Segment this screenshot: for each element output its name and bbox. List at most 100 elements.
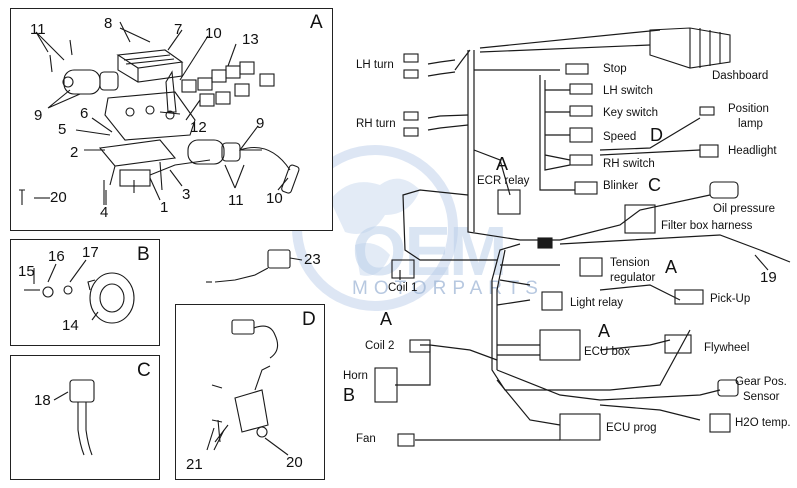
ecu-box-connector [539,329,581,361]
spark-cap-10-drawing [281,164,300,194]
label-horn: Horn [343,370,368,382]
label-rh-switch: RH switch [603,158,655,170]
panel-d [175,304,325,480]
label-dashboard: Dashboard [712,70,769,82]
label-gear-pos-2: Sensor [743,391,780,403]
label-flywheel: Flywheel [704,342,750,354]
wiring-harness [395,29,791,441]
label-blinker: Blinker [603,180,639,192]
part-number-10-top: 10 [205,25,222,42]
label-position-lamp-2: lamp [738,118,763,130]
callout-tension-a: A [665,257,678,277]
part-number-7: 7 [174,21,183,38]
tension-regulator-connector [579,257,603,277]
panel-d-label: D [302,309,316,330]
label-filter-box-harness: Filter box harness [661,220,753,232]
lh-switch-connector [569,83,593,95]
dashboard-connector-drawing [649,27,731,69]
bracket-plate-drawing [104,91,196,141]
label-stop: Stop [603,63,627,75]
part-number-22: 20 [50,189,67,206]
pickup-connector [674,289,704,305]
part-number-15: 15 [18,263,35,280]
label-h2o-temp: H2O temp. [735,417,791,429]
label-fan: Fan [356,433,376,445]
part-number-12: 12 [190,119,207,136]
label-tension-2: regulator [610,272,656,284]
rh-turn-connector-2 [403,127,419,137]
part-number-10-bottom: 10 [266,190,283,207]
ignition-coil-right-drawing [187,139,291,171]
part-number-19: 19 [760,269,777,286]
label-ecu-prog: ECU prog [606,422,657,434]
speed-connector [569,127,593,143]
ecr-relay-drawing [497,189,521,215]
h2o-temp-sensor-drawing [709,413,731,433]
lh-turn-connector-1 [403,53,419,63]
panel-c [10,355,160,480]
screw-22-drawing [19,189,25,205]
coil1-connector [391,259,415,279]
part-number-17: 17 [82,244,99,261]
label-rh-turn: RH turn [356,118,396,130]
label-headlight: Headlight [728,145,777,157]
callout-blinker-c: C [648,175,661,195]
oil-pressure-sensor-drawing [709,181,739,199]
panel-c-label: C [137,360,151,381]
rh-switch-connector [569,154,593,166]
flywheel-connector [664,334,692,354]
part-number-11-top: 11 [30,21,46,38]
label-gear-pos-1: Gear Pos. [735,376,787,388]
harness-junction [537,237,553,249]
rh-turn-connector-1 [403,111,419,121]
part-number-11-bottom: 11 [228,192,244,209]
panel-b-label: B [137,244,150,265]
label-lh-turn: LH turn [356,59,394,71]
part-number-1: 1 [160,199,169,216]
relay-18-drawing [69,379,95,456]
callout-coil2-a: A [380,309,393,329]
part-number-20: 20 [286,454,303,471]
light-relay-drawing [541,291,563,311]
part-number-9-left: 9 [34,107,43,124]
lower-plate-drawing [98,139,177,191]
part-number-3: 3 [182,186,191,203]
module-20-drawing [234,365,271,438]
label-speed: Speed [603,131,637,143]
part-number-13: 13 [242,31,259,48]
label-tension-1: Tension [610,257,650,269]
callout-ecr-a: A [496,154,509,174]
stop-connector [565,63,589,75]
horn-14-drawing [87,272,135,324]
part-number-21: 21 [186,456,203,473]
label-light-relay: Light relay [570,297,624,309]
screws-11-drawing [49,39,73,73]
cable-10-drawing [165,70,177,113]
label-ecu-box: ECU box [584,346,631,358]
panel-b [10,239,160,346]
lh-turn-connector-2 [403,69,419,79]
label-coil-1: Coil 1 [388,282,418,294]
filter-box-connector [624,204,656,234]
label-lh-switch: LH switch [603,85,653,97]
part-number-23: 23 [304,251,321,268]
connector-d-drawing [231,319,279,359]
part-number-6: 6 [80,105,89,122]
part-number-8: 8 [104,15,113,32]
ignition-coil-left-drawing [62,69,119,95]
part-number-9-right: 9 [256,115,265,132]
label-position-lamp-1: Position [728,103,769,115]
label-oil-pressure: Oil pressure [713,203,775,215]
coil2-connector [409,339,431,353]
gear-pos-sensor-drawing [717,379,739,397]
label-coil-2: Coil 2 [365,340,395,352]
horn-connector [374,367,398,403]
label-key-switch: Key switch [603,107,658,119]
ecu-module-drawing [116,49,184,83]
blinker-connector [574,181,598,195]
washer-16-drawing [42,286,54,298]
washer-17-drawing [63,285,73,295]
